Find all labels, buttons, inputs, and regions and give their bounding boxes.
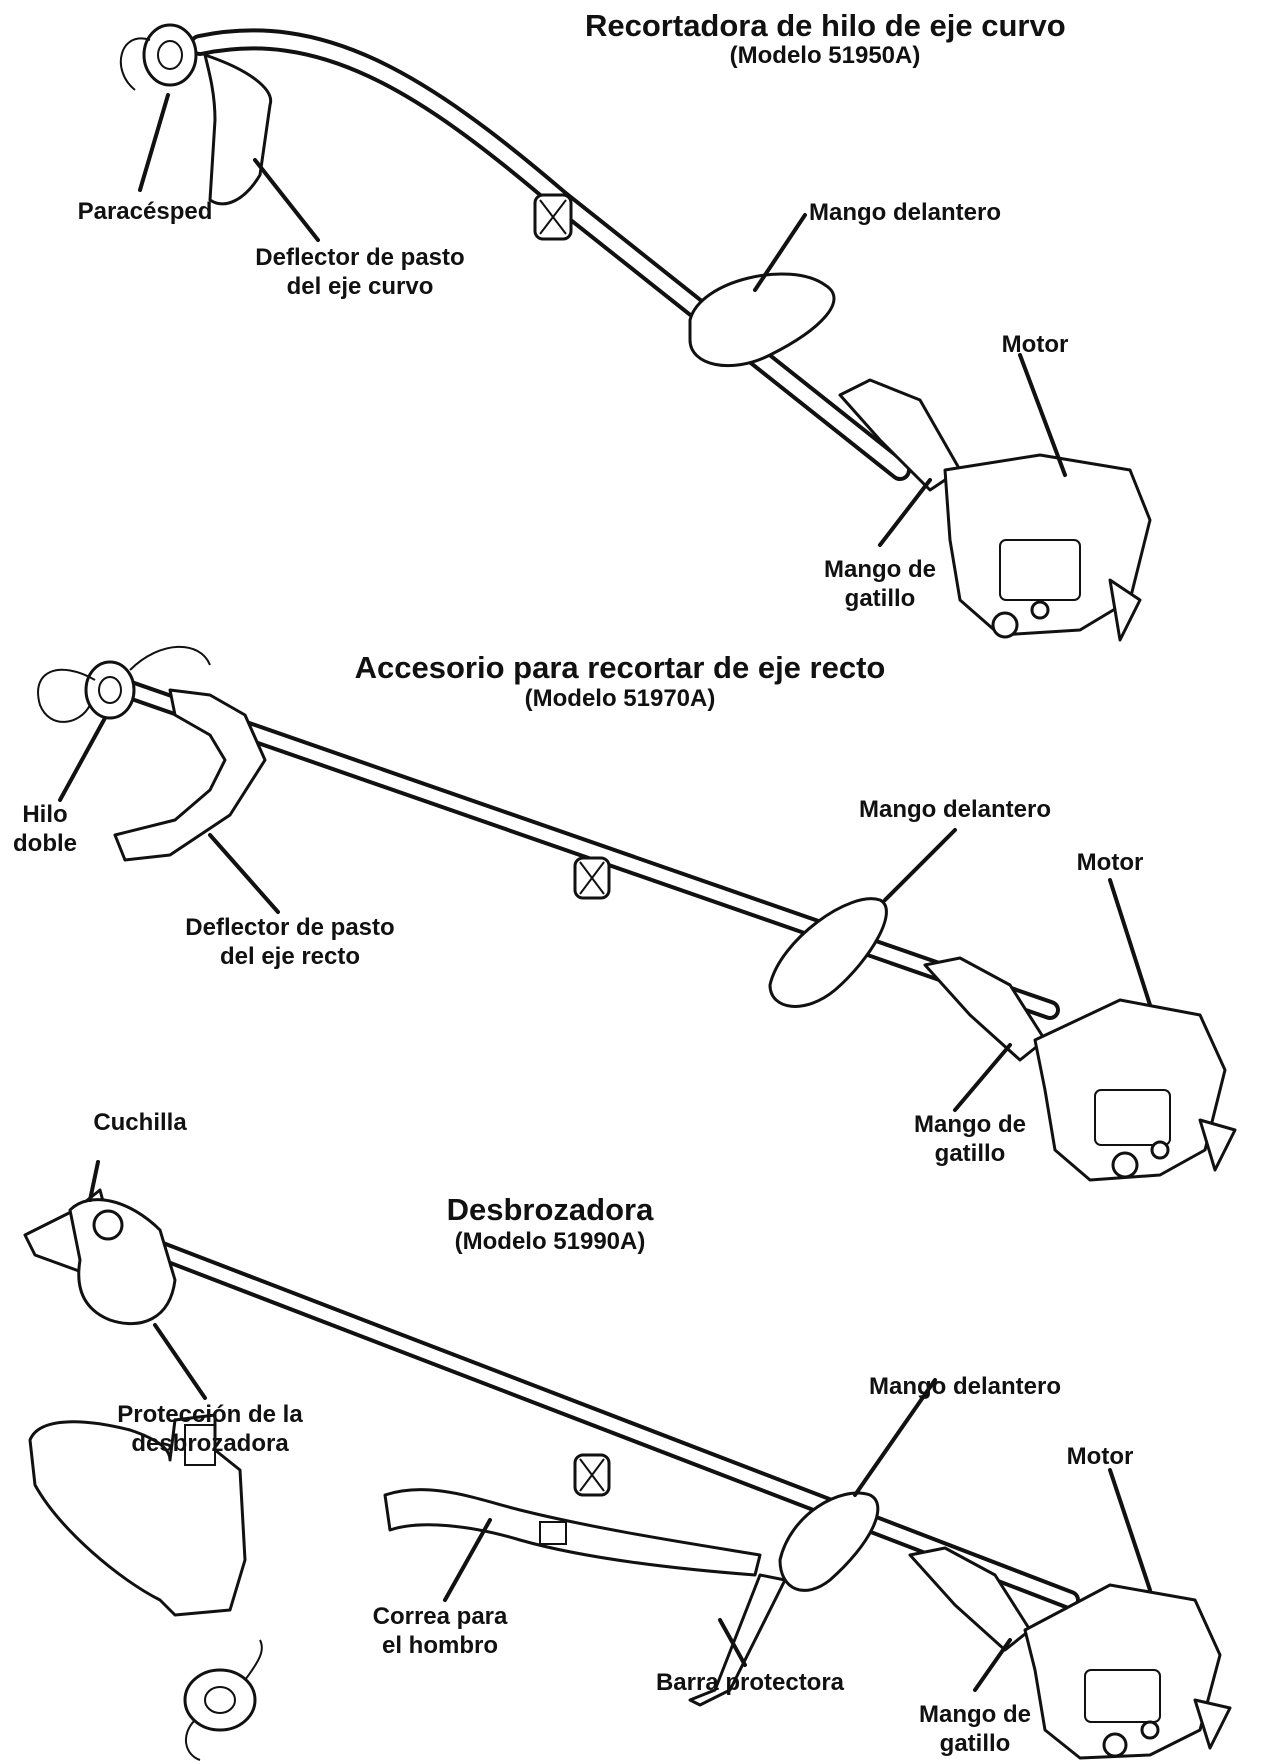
label-shoulder-strap-line1: Correa para <box>372 1603 508 1630</box>
barrier-bar <box>688 1573 787 1707</box>
label-curved-deflector-line2: del eje curvo <box>286 273 434 300</box>
straight-shaft-trimmer-drawing <box>37 645 1237 1182</box>
spare-spool-illustration <box>183 1668 257 1732</box>
front-handle <box>768 897 888 1008</box>
label-straight-deflector-line1: Deflector de pasto <box>185 914 395 941</box>
label-straight-deflector: Deflector de pasto del eje recto <box>170 913 410 971</box>
label-engine-2: Motor <box>1076 849 1144 876</box>
label-trigger-handle-3-line2: gatillo <box>939 1730 1011 1757</box>
section-1-title: Recortadora de hilo de eje curvo <box>585 8 1066 43</box>
straight-grass-deflector <box>113 688 267 862</box>
curved-shaft-trimmer-drawing <box>119 23 1152 642</box>
engine <box>1023 1583 1222 1760</box>
trimmer-head <box>142 23 198 87</box>
label-straight-deflector-line2: del eje recto <box>219 943 361 970</box>
label-brushcutter-protection-line2: desbrozadora <box>131 1430 289 1457</box>
label-brushcutter-protection: Protección de la desbrozadora <box>100 1400 320 1458</box>
label-barrier-bar: Barra protectora <box>655 1669 845 1696</box>
label-trigger-handle-2-line1: Mango de <box>914 1111 1026 1138</box>
label-trigger-handle-1-line1: Mango de <box>824 556 936 583</box>
label-front-handle-2: Mango delantero <box>858 796 1051 823</box>
label-curved-deflector: Deflector de pasto del eje curvo <box>240 243 480 301</box>
curved-grass-deflector <box>203 53 273 206</box>
brushcutter-drawing <box>23 1160 1232 1761</box>
label-trigger-handle-3: Mango de gatillo <box>895 1700 1055 1758</box>
label-trigger-handle-1: Mango de gatillo <box>800 555 960 613</box>
section-1-model: (Modelo 51950A) <box>729 42 921 69</box>
front-handle <box>688 272 836 368</box>
label-dual-line-line1: Hilo <box>22 801 68 828</box>
label-front-handle-1: Mango delantero <box>808 199 1001 226</box>
label-trigger-handle-3-line1: Mango de <box>919 1701 1031 1728</box>
label-brushcutter-protection-line1: Protección de la <box>117 1401 303 1428</box>
trigger-handle <box>908 1546 1032 1652</box>
brushcutter-guard <box>68 1198 177 1326</box>
label-blade: Cuchilla <box>93 1109 187 1136</box>
label-dual-line: Hilo doble <box>5 800 85 858</box>
label-engine-3: Motor <box>1066 1443 1134 1470</box>
section-2-model: (Modelo 51970A) <box>524 685 716 712</box>
label-shoulder-strap-line2: el hombro <box>381 1632 498 1659</box>
section-3-model: (Modelo 51990A) <box>454 1228 646 1255</box>
label-dual-line-line2: doble <box>13 830 77 857</box>
front-handle <box>778 1491 880 1592</box>
trimmer-head <box>84 660 136 720</box>
section-2-title: Accesorio para recortar de eje recto <box>354 650 886 685</box>
label-engine-1: Motor <box>1001 331 1069 358</box>
label-trigger-handle-2: Mango de gatillo <box>890 1110 1050 1168</box>
label-front-handle-3: Mango delantero <box>868 1373 1061 1400</box>
label-trigger-handle-1-line2: gatillo <box>844 585 916 612</box>
engine <box>943 453 1152 637</box>
label-shoulder-strap: Correa para el hombro <box>355 1602 525 1660</box>
trigger-handle <box>923 956 1047 1062</box>
label-curved-deflector-line1: Deflector de pasto <box>255 244 465 271</box>
label-grass-guard: Paracésped <box>77 198 213 225</box>
shoulder-strap <box>383 1488 762 1577</box>
label-trigger-handle-2-line2: gatillo <box>934 1140 1006 1167</box>
section-3-title: Desbrozadora <box>446 1192 654 1227</box>
